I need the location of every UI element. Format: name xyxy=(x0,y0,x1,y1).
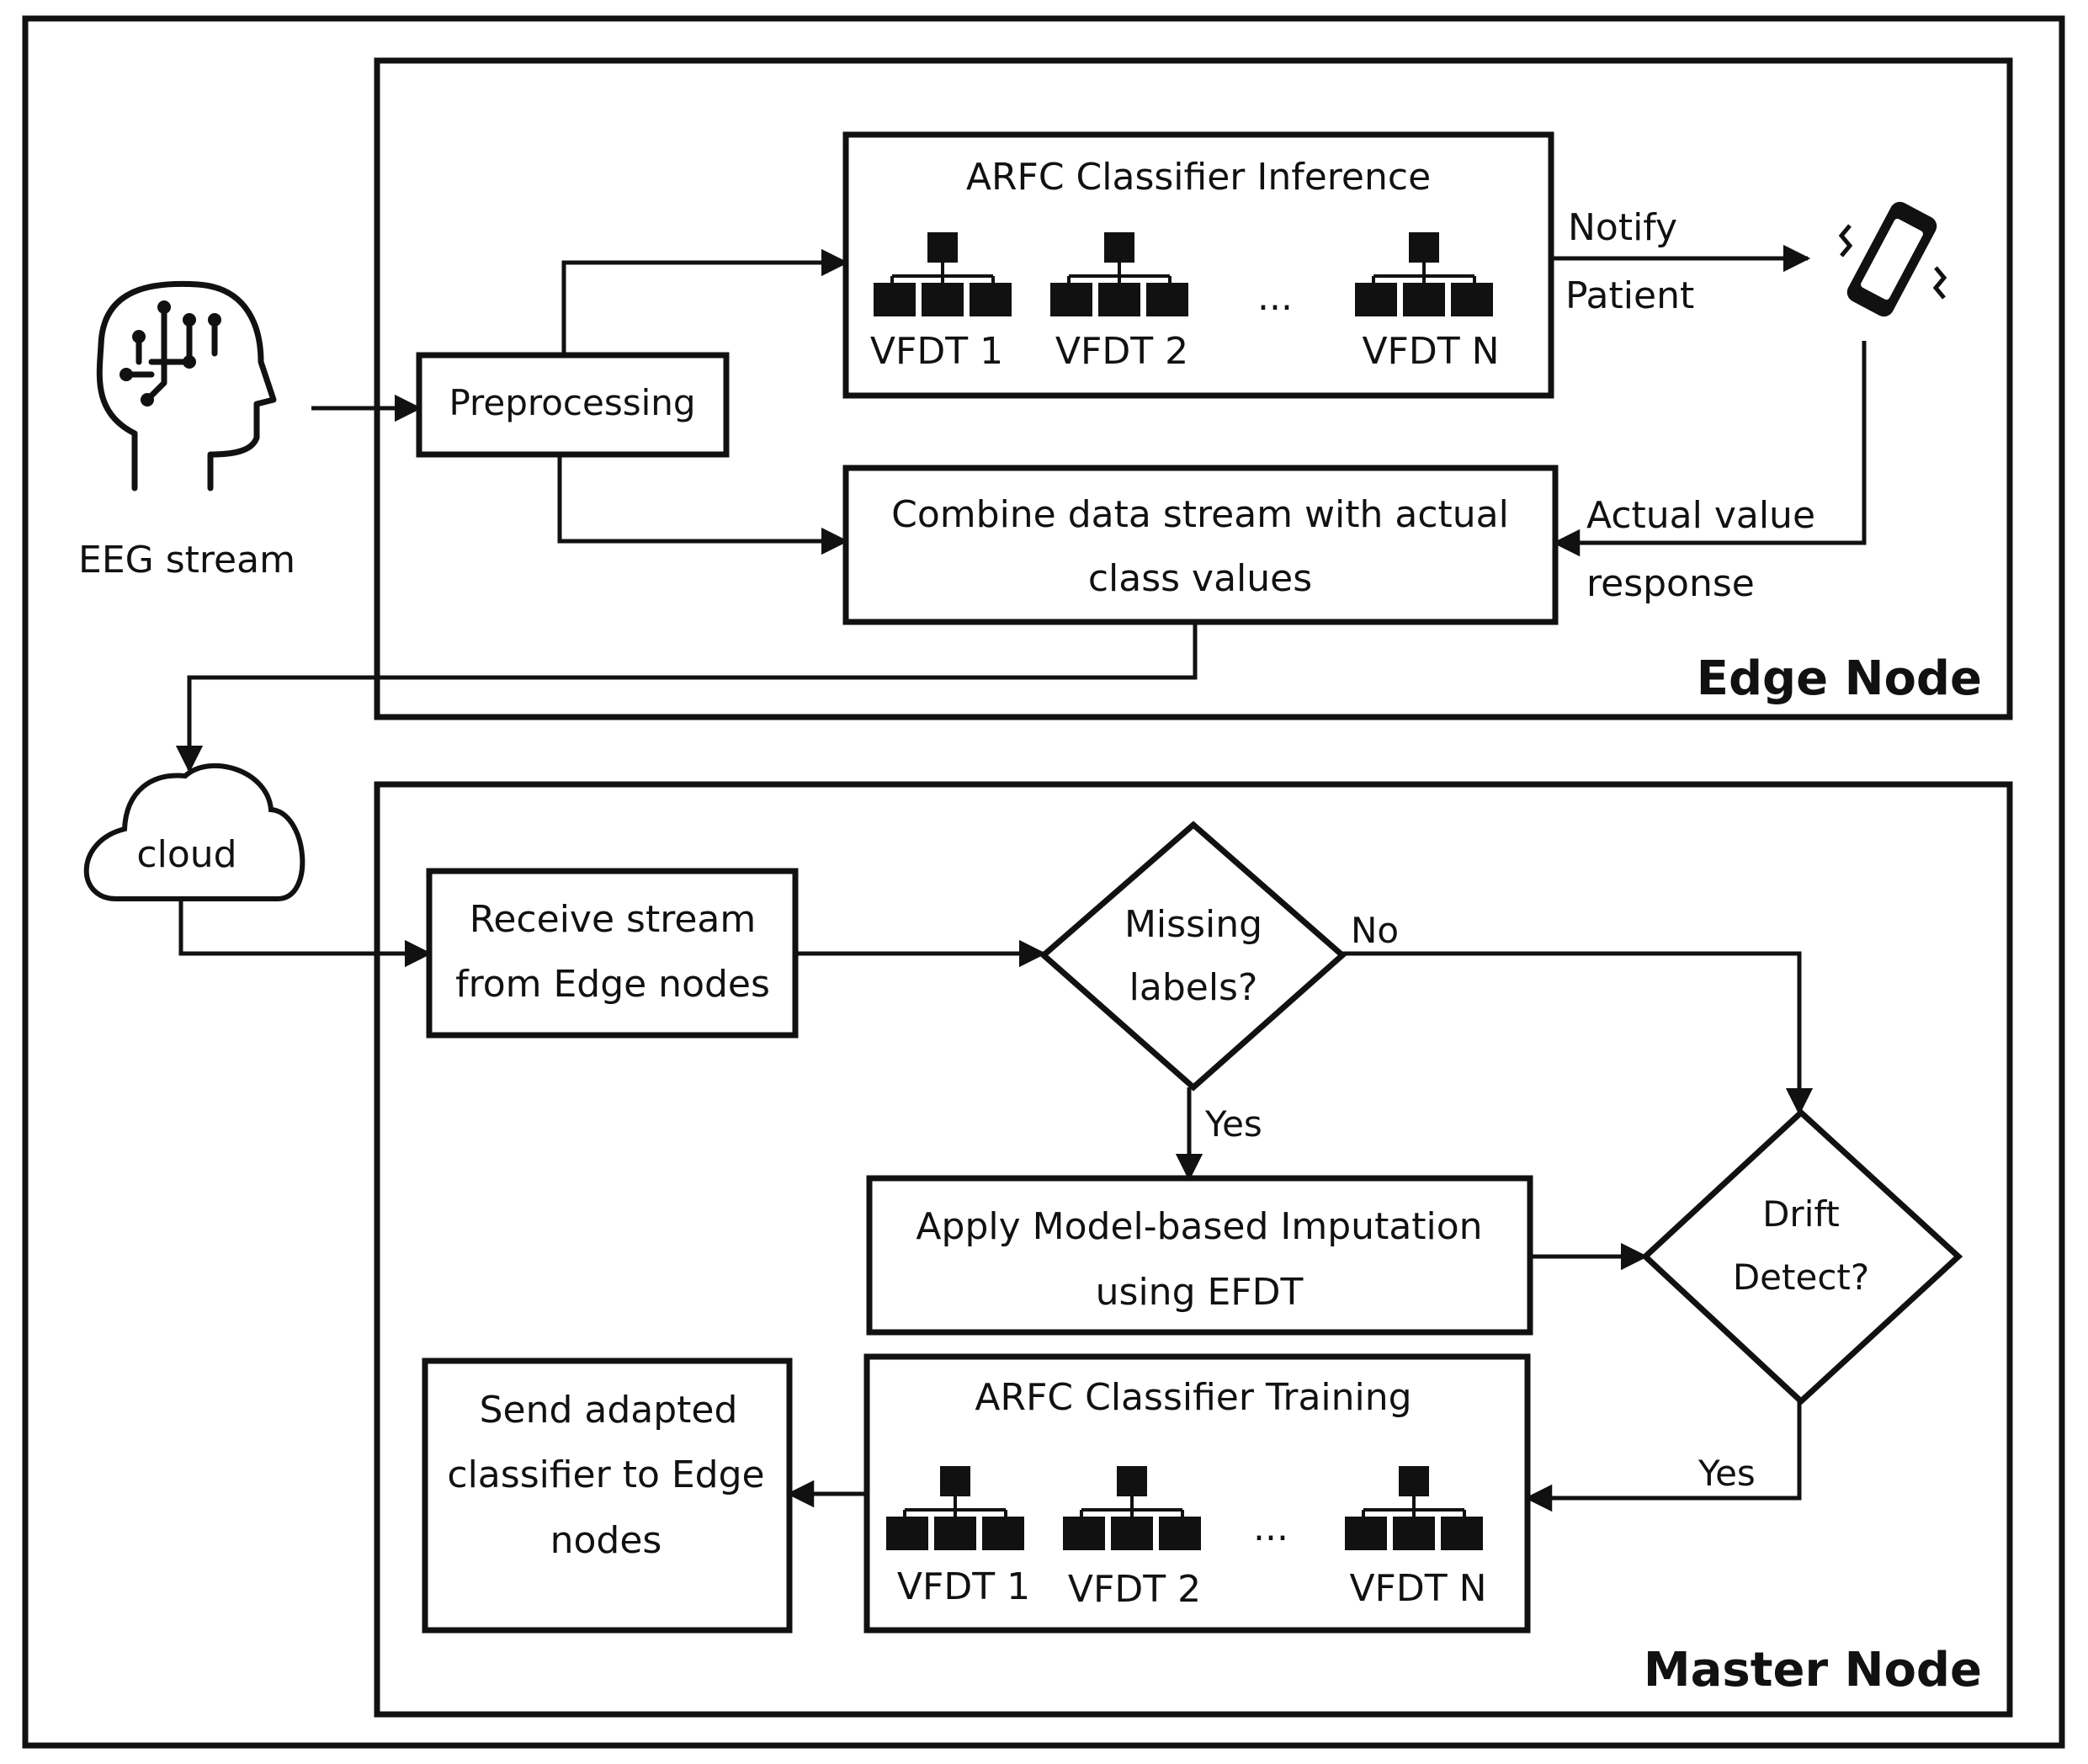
drift-label-line2: Detect? xyxy=(1733,1257,1869,1298)
training-ellipsis: ... xyxy=(1253,1506,1288,1549)
send-box xyxy=(422,1358,793,1634)
missing-labels-diamond xyxy=(1039,821,1347,1092)
preprocessing-to-combine-arrow xyxy=(557,454,849,555)
training-tree-2-label: VFDT 2 xyxy=(1068,1568,1201,1611)
eeg-stream-label: EEG stream xyxy=(78,539,295,582)
combine-label-line2: class values xyxy=(1088,557,1312,600)
send-label-line3: nodes xyxy=(550,1519,662,1562)
cloud-label: cloud xyxy=(136,833,236,876)
actual-value-label-line1: Actual value xyxy=(1586,494,1815,537)
edge-node-title: Edge Node xyxy=(1697,651,1982,706)
actual-value-label-line2: response xyxy=(1586,562,1755,605)
inference-ellipsis: ... xyxy=(1257,276,1293,319)
combine-to-cloud-arrow xyxy=(175,622,1198,773)
master-node-title: Master Node xyxy=(1644,1643,1982,1698)
cloud-to-receive-arrow xyxy=(178,899,433,968)
preprocessing-to-inference-arrow xyxy=(561,248,849,355)
phone-vibrate-icon xyxy=(1838,201,1947,317)
inference-title: ARFC Classifier Inference xyxy=(966,156,1431,199)
cloud-icon xyxy=(83,762,305,902)
inference-tree-2-label: VFDT 2 xyxy=(1055,330,1188,373)
receive-label-line2: from Edge nodes xyxy=(455,963,770,1006)
outer-frame xyxy=(22,15,2065,1749)
inference-box xyxy=(842,131,1554,399)
receive-box xyxy=(426,868,799,1039)
missing-label-line2: labels? xyxy=(1129,966,1258,1009)
preprocessing-label: Preprocessing xyxy=(449,382,695,423)
no-label: No xyxy=(1351,910,1399,951)
brain-circuit-nodes xyxy=(120,300,221,406)
send-label-line2: classifier to Edge xyxy=(447,1453,764,1496)
training-title: ARFC Classifier Training xyxy=(975,1376,1411,1419)
combine-box xyxy=(842,465,1559,625)
inference-tree-1-label: VFDT 1 xyxy=(870,330,1003,373)
yes-label-drift: Yes xyxy=(1697,1453,1756,1494)
missing-label-line1: Missing xyxy=(1124,903,1262,946)
drift-yes-to-training-arrow xyxy=(1524,1401,1802,1512)
notify-label-line2: Patient xyxy=(1565,274,1694,317)
inference-tree-n-label: VFDT N xyxy=(1362,330,1499,373)
training-tree-1-label: VFDT 1 xyxy=(897,1565,1030,1608)
receive-label-line1: Receive stream xyxy=(470,898,756,941)
drift-label-line1: Drift xyxy=(1762,1193,1840,1235)
imputation-label-line2: using EFDT xyxy=(1096,1271,1304,1314)
edge-node-frame xyxy=(374,57,2013,720)
send-label-line1: Send adapted xyxy=(480,1389,738,1432)
yes-label-missing: Yes xyxy=(1204,1103,1262,1145)
preprocessing-box xyxy=(416,352,730,458)
notify-label-line1: Notify xyxy=(1568,206,1677,249)
missing-no-to-drift-arrow xyxy=(1342,951,1814,1116)
imputation-label-line1: Apply Model-based Imputation xyxy=(916,1205,1482,1248)
training-tree-n-label: VFDT N xyxy=(1349,1567,1486,1610)
brain-head-icon xyxy=(96,280,277,491)
phone-to-combine-arrow xyxy=(1552,341,1867,557)
master-node-frame xyxy=(374,781,2013,1718)
combine-label-line1: Combine data stream with actual xyxy=(891,493,1509,536)
